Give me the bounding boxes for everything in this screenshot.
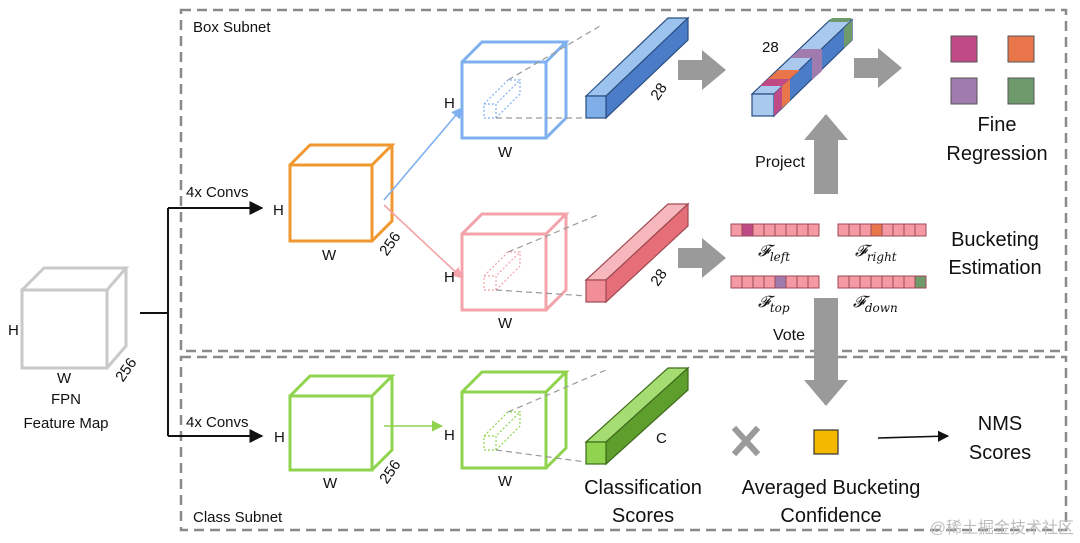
blue-w-label: W: [498, 144, 513, 161]
pink-bar-28-label: 28: [647, 266, 670, 289]
multiply-icon: [731, 425, 761, 457]
pink-cube: [460, 212, 570, 312]
fine-regression-line2: Regression: [946, 143, 1047, 165]
green-feature-bar: [584, 366, 690, 466]
green-projection-lines: [495, 369, 607, 463]
bucketing-estimation-line1: Bucketing: [951, 229, 1039, 251]
bucketing-estimation-line2: Estimation: [948, 257, 1041, 279]
arrow-to-pink: [383, 204, 463, 279]
convs-top-label: 4x Convs: [186, 184, 249, 201]
nms-line1: NMS: [978, 413, 1022, 435]
bucket-strip-left: [730, 223, 820, 237]
averaged-line1: Averaged Bucketing: [742, 477, 921, 499]
orange-cube: [288, 143, 396, 243]
gray-arrow-project: [804, 114, 848, 194]
green-inner-column: [483, 411, 522, 451]
gray-arrow-vote: [804, 298, 848, 406]
nms-line2: Scores: [969, 442, 1031, 464]
f-down-sub: down: [865, 301, 898, 315]
fpn-title-line2: Feature Map: [23, 415, 108, 432]
branch-lines: [140, 201, 264, 443]
arrow-to-blue: [383, 107, 463, 201]
classification-line1: Classification: [584, 477, 702, 499]
gray-arrow-pink-to-bucket: [678, 238, 726, 278]
f-top-label: 𝓕top: [758, 292, 790, 315]
orange-w-label: W: [322, 247, 337, 264]
regression-square-purple: [950, 35, 978, 63]
regression-square-lavender: [950, 77, 978, 105]
bucket-strip-right: [837, 223, 927, 237]
project-label: Project: [755, 154, 805, 171]
blue-cube: [460, 40, 570, 140]
box-subnet-frame: [179, 8, 1068, 353]
confidence-square: [813, 429, 839, 455]
blue-projection-lines: [496, 25, 601, 119]
box-subnet-label: Box Subnet: [193, 19, 271, 36]
blue-feature-bar: [584, 16, 690, 120]
classification-line2: Scores: [612, 505, 674, 527]
gray-arrow-blue-to-fine: [678, 50, 726, 90]
f-left-label: 𝓕left: [758, 241, 790, 264]
regression-square-orange: [1007, 35, 1035, 63]
fine-feature-bar: [750, 18, 854, 118]
green-large-w-label: W: [323, 475, 338, 492]
green-large-h-label: H: [274, 429, 285, 446]
fpn-h-label: H: [8, 322, 19, 339]
bucket-strip-top: [730, 275, 820, 289]
green-bar-c-label: C: [656, 430, 667, 447]
averaged-line2: Confidence: [780, 505, 881, 527]
blue-inner-column: [483, 79, 522, 119]
green-cube-small: [460, 370, 570, 470]
pink-feature-bar: [584, 202, 690, 304]
convs-bottom-label: 4x Convs: [186, 414, 249, 431]
f-right-label: 𝓕right: [855, 241, 897, 264]
fine-bar-28-label: 28: [762, 39, 779, 56]
pink-projection-lines: [495, 213, 601, 297]
green-small-h-label: H: [444, 427, 455, 444]
bucket-strip-down: [837, 275, 927, 289]
blue-h-label: H: [444, 95, 455, 112]
fpn-w-label: W: [57, 370, 72, 387]
green-cube-large: [288, 374, 396, 472]
gray-arrow-fine-to-regression: [854, 48, 902, 88]
fpn-title-line1: FPN: [51, 391, 81, 408]
orange-h-label: H: [273, 202, 284, 219]
vote-label: Vote: [773, 327, 805, 344]
regression-square-olive: [1007, 77, 1035, 105]
fpn-cube: [20, 266, 130, 370]
watermark: @稀土掘金技术社区: [930, 519, 1074, 537]
f-right-sub: right: [867, 250, 897, 264]
pink-inner-column: [483, 251, 522, 291]
arrow-to-nms: [877, 430, 950, 442]
blue-bar-28-label: 28: [647, 80, 670, 103]
fine-regression-line1: Fine: [978, 114, 1017, 136]
fine-bar-segments: [760, 18, 852, 116]
f-left-sub: left: [770, 250, 790, 264]
f-top-sub: top: [770, 301, 790, 315]
f-down-label: 𝓕down: [853, 292, 898, 315]
green-small-w-label: W: [498, 473, 513, 490]
class-subnet-label: Class Subnet: [193, 509, 283, 526]
pink-h-label: H: [444, 269, 455, 286]
pink-w-label: W: [498, 315, 513, 332]
